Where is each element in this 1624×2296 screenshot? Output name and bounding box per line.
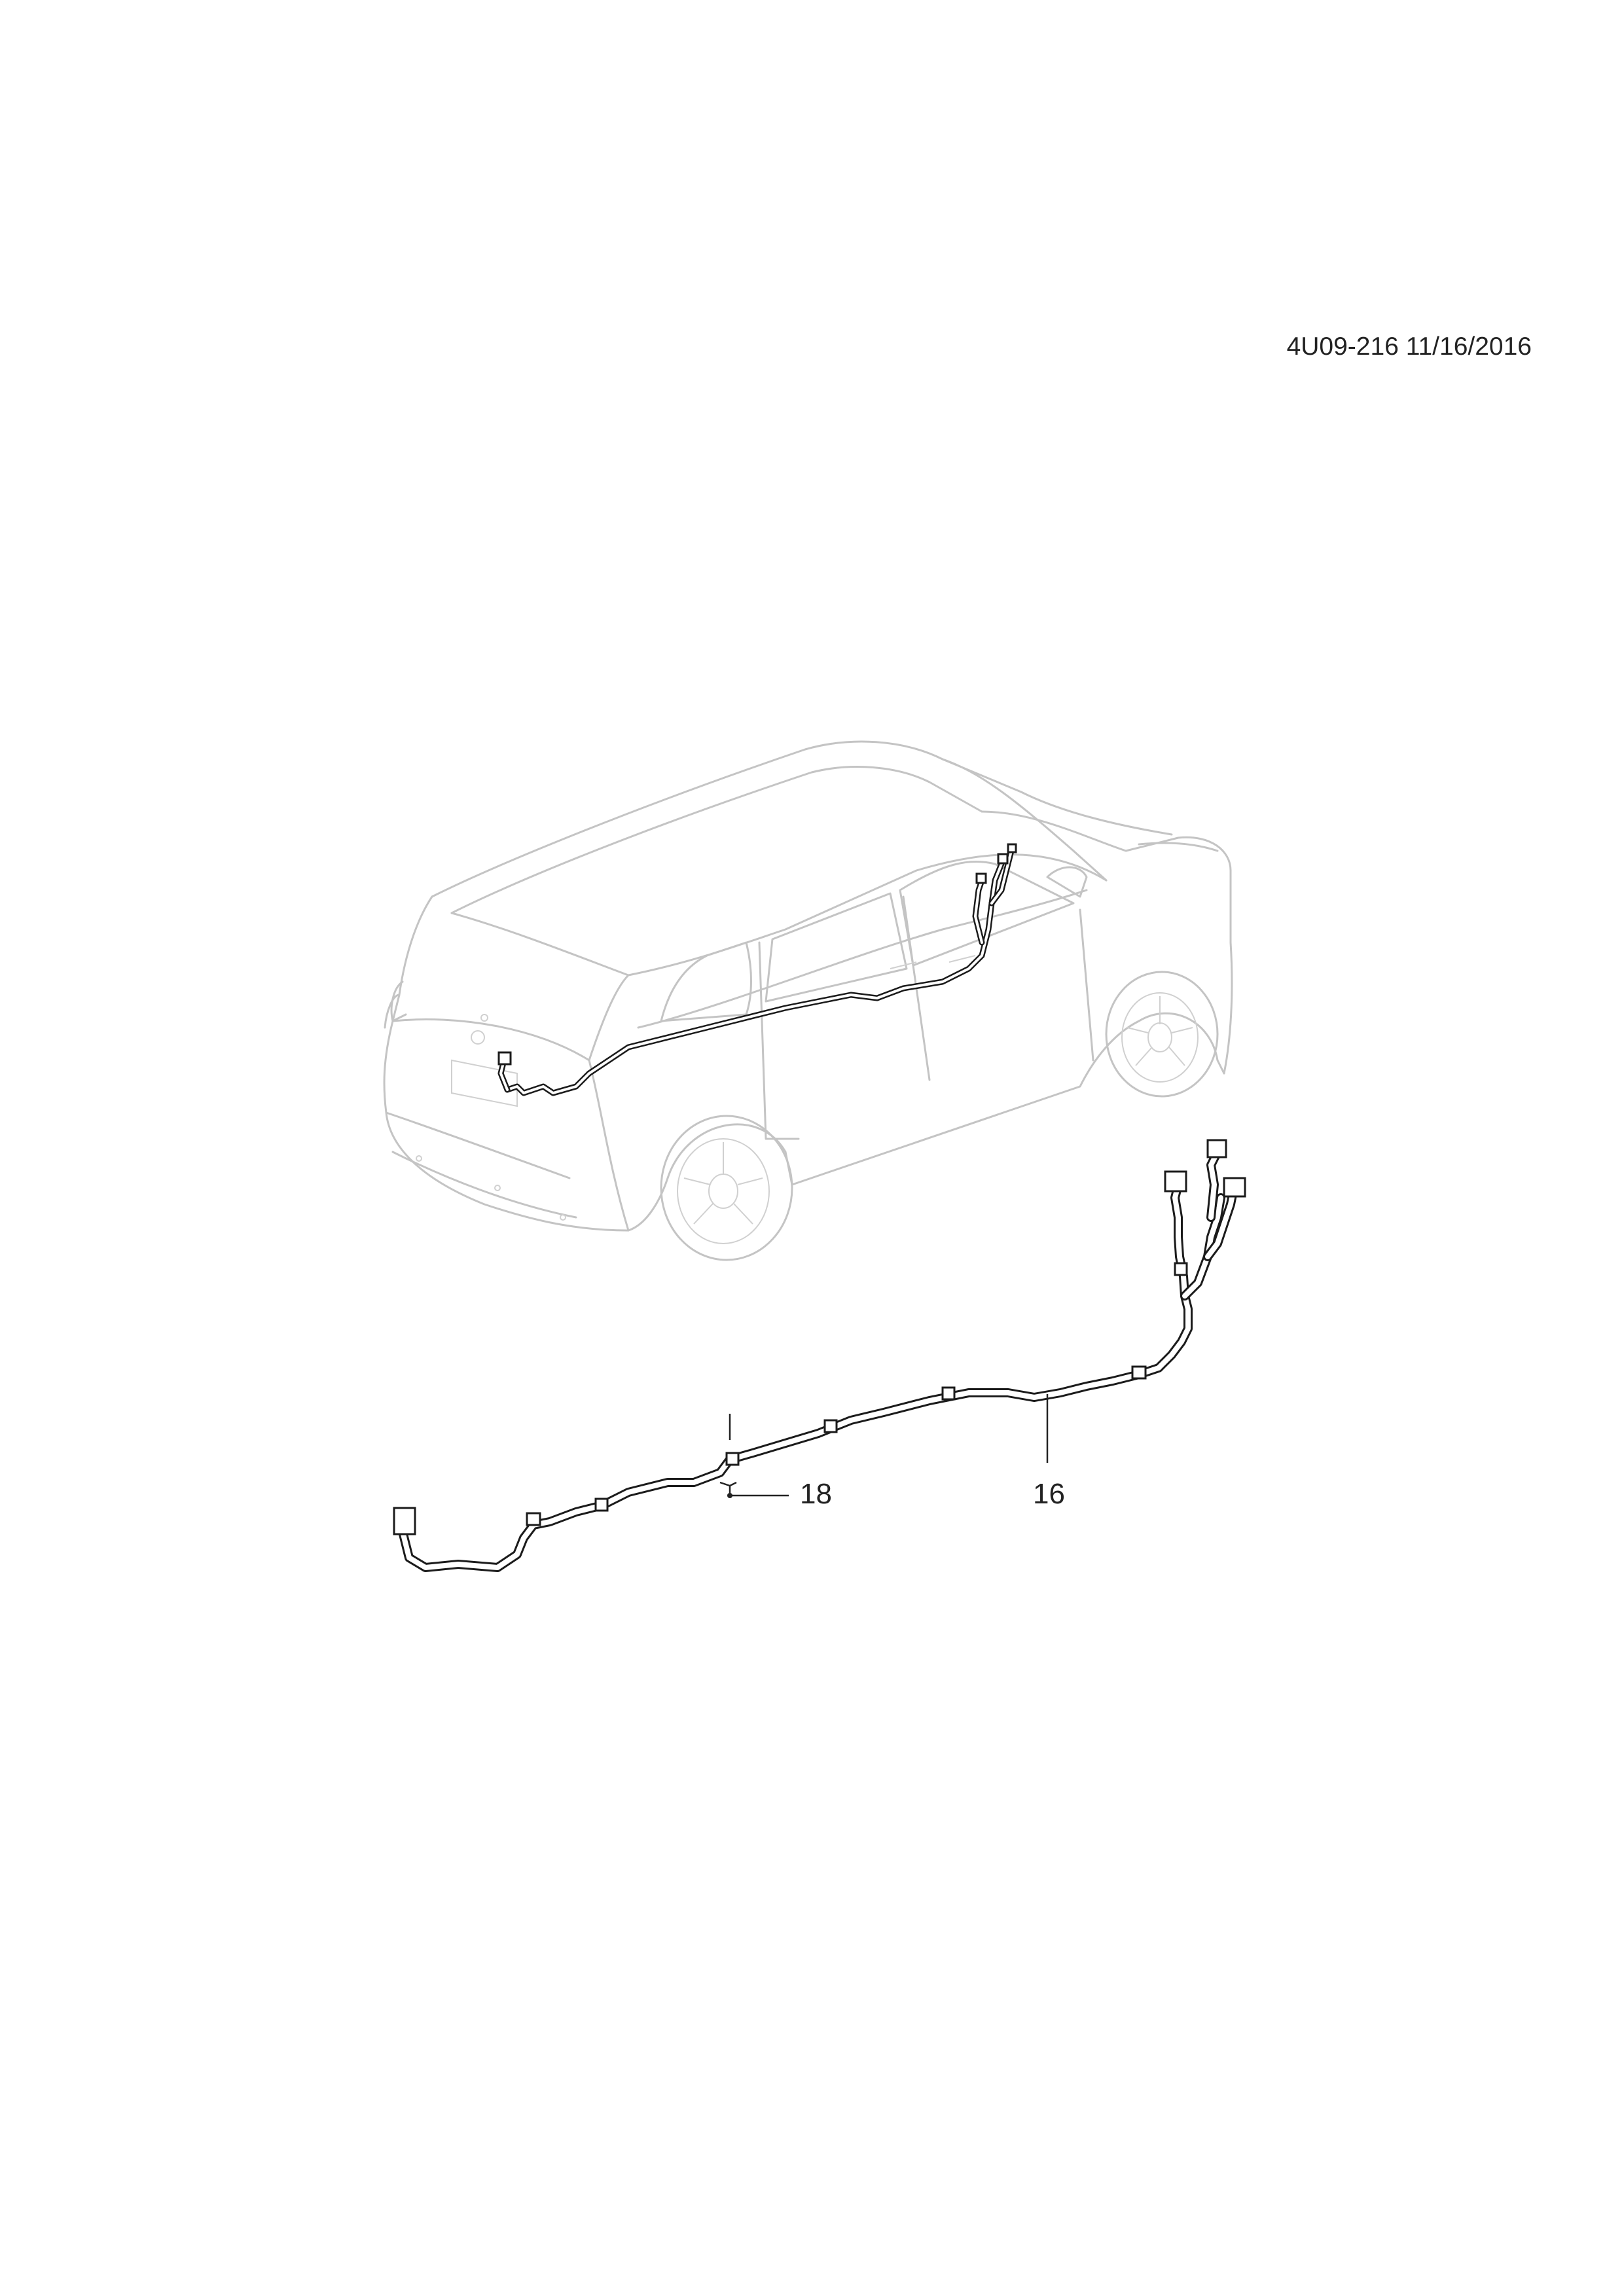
- callout-18: 18: [800, 1478, 832, 1510]
- vehicle-outline: [383, 740, 1233, 1261]
- callout-16: 16: [1033, 1478, 1065, 1510]
- leader-18-dot: [727, 1493, 732, 1498]
- leader-18: [729, 1486, 789, 1497]
- document-reference: 4U09-216 11/16/2016: [1286, 332, 1532, 361]
- harness-installed: [497, 843, 1017, 1096]
- callout-leaders: [727, 1394, 1049, 1498]
- harness-exploded: [393, 1139, 1246, 1572]
